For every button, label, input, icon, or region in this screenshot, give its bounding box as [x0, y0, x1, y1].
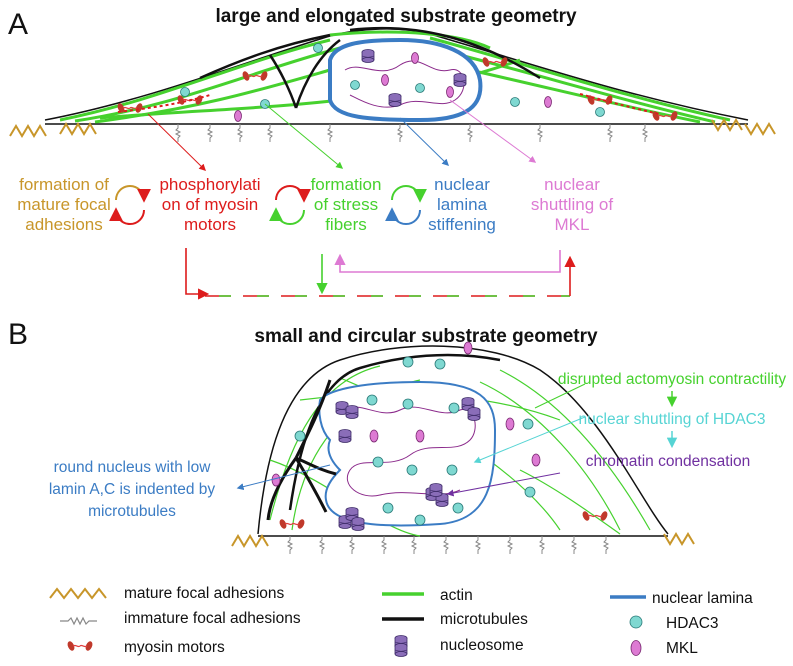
svg-text:microtubules: microtubules [88, 503, 176, 520]
pointer-mkl-a [449, 99, 537, 163]
legend: mature focal adhesions immature focal ad… [49, 585, 753, 657]
immature-adhesions-a [174, 124, 649, 142]
svg-text:on of myosin: on of myosin [162, 195, 258, 214]
cycle-focal-myosin [109, 185, 151, 225]
svg-text:stiffening: stiffening [428, 215, 496, 234]
svg-text:round nucleus with low: round nucleus with low [54, 459, 212, 476]
panel-b-title: small and circular substrate geometry [254, 326, 598, 347]
feedback-loop-a [185, 248, 576, 300]
pointer-actin-a [264, 103, 344, 169]
svg-text:formation of: formation of [19, 175, 109, 194]
immature-adhesions-b [286, 536, 610, 554]
panel-b-letter: B [8, 318, 28, 351]
cell-b-microtubules-indent [266, 379, 337, 521]
svg-text:MKL: MKL [666, 640, 698, 657]
label-lamina-stiffening: nuclear lamina stiffening [428, 175, 496, 234]
legend-mkl: MKL [630, 640, 698, 657]
legend-mature-focal: mature focal adhesions [49, 585, 285, 602]
svg-text:mature focal adhesions: mature focal adhesions [124, 585, 285, 602]
svg-text:lamin A,C is indented by: lamin A,C is indented by [49, 481, 216, 498]
pointer-actin-b [534, 383, 586, 409]
nucleosome-a-3 [453, 73, 467, 87]
label-myosin-phosphorylation: phosphorylati on of myosin motors [159, 175, 260, 234]
pointer-chromatin-b [446, 472, 561, 497]
label-hdac3-shuttling: nuclear shuttling of HDAC3 [579, 411, 766, 428]
legend-microtubules: microtubules [382, 611, 528, 628]
hdac3-a [180, 43, 605, 117]
chromatin-b [344, 406, 476, 497]
label-mkl-shuttling: nuclear shuttling of MKL [531, 175, 613, 234]
svg-text:phosphorylati: phosphorylati [159, 175, 260, 194]
cycle-myosin-actin [269, 185, 311, 225]
cycle-actin-lamina [385, 185, 427, 225]
svg-text:actin: actin [440, 587, 473, 604]
red-dashed-myosin-a [117, 93, 661, 115]
focal-adhesions-a [9, 118, 776, 138]
label-stress-fibers: formation of stress fibers [311, 175, 382, 234]
label-focal-formation: formation of mature focal adhesions [17, 175, 111, 234]
svg-text:myosin motors: myosin motors [124, 639, 225, 656]
cell-b-illustration [231, 341, 695, 554]
nucleosome-a-1 [361, 49, 375, 63]
svg-text:HDAC3: HDAC3 [666, 615, 719, 632]
pointer-lamina-a [399, 117, 450, 166]
svg-text:fibers: fibers [325, 215, 367, 234]
myosin-motor-icon [65, 639, 95, 653]
legend-myosin: myosin motors [65, 639, 225, 656]
cell-a-microtubules [199, 26, 541, 109]
legend-nuclear-lamina: nuclear lamina [610, 590, 753, 607]
nucleosome-icon [394, 635, 408, 657]
panel-a-letter: A [8, 8, 28, 41]
cell-b-membrane [257, 345, 669, 535]
cell-a-illustration [9, 26, 776, 171]
svg-text:nuclear: nuclear [434, 175, 490, 194]
cell-b-microtubule [288, 353, 501, 511]
svg-text:MKL: MKL [555, 215, 590, 234]
pointer-myosin-a [147, 113, 206, 171]
hdac3-b [294, 356, 536, 526]
legend-nucleosome: nucleosome [394, 635, 524, 657]
legend-actin: actin [382, 587, 473, 604]
svg-text:nucleosome: nucleosome [440, 637, 524, 654]
svg-text:nuclear lamina: nuclear lamina [652, 590, 753, 607]
mkl-icon [630, 640, 642, 656]
mkl-b [271, 341, 541, 487]
hdac3-icon [629, 615, 643, 629]
label-chromatin-condensation: chromatin condensation [586, 453, 751, 470]
svg-text:shuttling of: shuttling of [531, 195, 613, 214]
focal-adhesions-b [231, 532, 695, 548]
label-disrupted-contractility: disrupted actomyosin contractility [558, 371, 787, 388]
svg-text:microtubules: microtubules [440, 611, 528, 628]
label-round-nucleus: round nucleus with low lamin A,C is inde… [49, 459, 216, 520]
pointer-hdac3-b [473, 416, 586, 464]
mkl-a [234, 52, 552, 122]
svg-text:mature focal: mature focal [17, 195, 111, 214]
svg-text:immature focal adhesions: immature focal adhesions [124, 610, 301, 627]
panel-a-title: large and elongated substrate geometry [215, 6, 577, 27]
svg-text:adhesions: adhesions [25, 215, 103, 234]
svg-text:nuclear: nuclear [544, 175, 600, 194]
svg-text:motors: motors [184, 215, 236, 234]
svg-text:formation: formation [311, 175, 382, 194]
mature-focal-icon [49, 587, 107, 600]
svg-text:lamina: lamina [437, 195, 488, 214]
legend-hdac3: HDAC3 [629, 615, 719, 632]
svg-text:of stress: of stress [314, 195, 378, 214]
pointer-nucleus-b [236, 464, 331, 491]
immature-focal-icon [60, 616, 97, 626]
legend-immature-focal: immature focal adhesions [60, 610, 301, 627]
nucleosome-a-2 [388, 93, 402, 107]
